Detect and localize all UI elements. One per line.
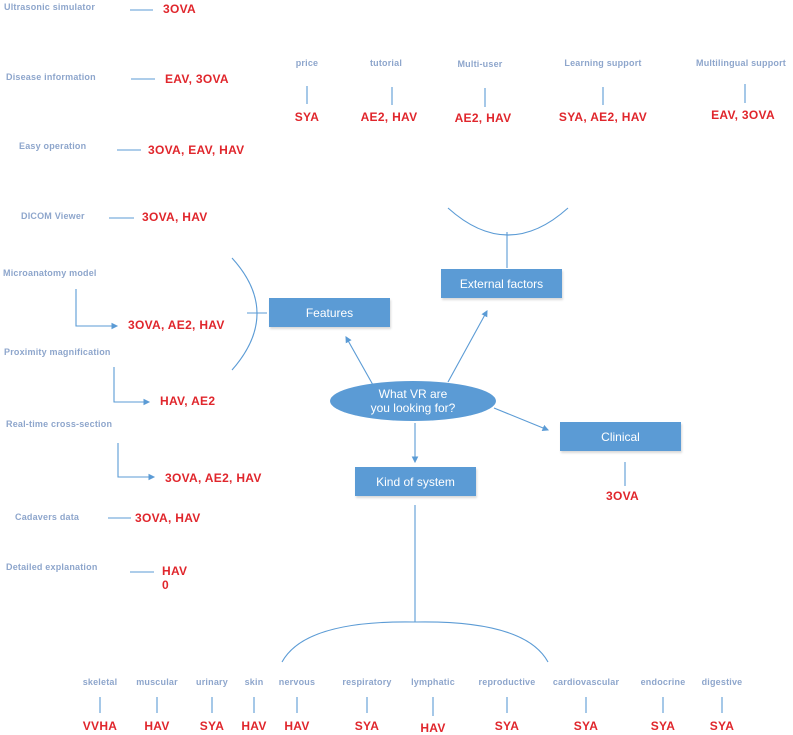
center-question-line2: you looking for? (370, 401, 456, 415)
system-label: respiratory (342, 677, 392, 687)
feature-label: Ultrasonic simulator (4, 2, 96, 12)
system-value: HAV (284, 719, 310, 733)
feature-value-extra: 0 (162, 578, 169, 592)
system-label: skin (244, 677, 264, 687)
external-label: Multi-user (457, 59, 503, 69)
system-value: HAV (241, 719, 267, 733)
arrow-to-external (447, 310, 488, 383)
feature-value: 3OVA, EAV, HAV (148, 143, 245, 157)
features-bracket (231, 257, 258, 371)
system-value: SYA (199, 719, 225, 733)
external-bracket (447, 207, 569, 236)
external-value: SYA (294, 110, 320, 124)
arrow-to-features (345, 336, 374, 386)
system-value: SYA (650, 719, 676, 733)
system-value: SYA (573, 719, 599, 733)
feature-label: Microanatomy model (3, 268, 97, 278)
system-label: lymphatic (411, 677, 455, 687)
feature-value: 3OVA (163, 2, 196, 16)
external-factors-box: External factors (441, 269, 562, 298)
kind-of-system-box: Kind of system (355, 467, 476, 496)
feature-value: EAV, 3OVA (165, 72, 229, 86)
feature-label: Detailed explanation (6, 562, 98, 572)
system-label: urinary (196, 677, 228, 687)
system-label: skeletal (82, 677, 118, 687)
feature-value: 3OVA, AE2, HAV (165, 471, 262, 485)
clinical-value: 3OVA (606, 489, 639, 503)
feature-value: HAV (162, 564, 188, 578)
feature-value: 3OVA, AE2, HAV (128, 318, 225, 332)
center-question: What VR are you looking for? (330, 381, 496, 421)
external-value: AE2, HAV (360, 110, 418, 124)
external-value: SYA, AE2, HAV (558, 110, 648, 124)
external-value: EAV, 3OVA (711, 108, 775, 122)
system-value: SYA (709, 719, 735, 733)
system-label: endocrine (640, 677, 686, 687)
system-value: HAV (144, 719, 170, 733)
external-value: AE2, HAV (454, 111, 512, 125)
feature-value: 3OVA, HAV (142, 210, 208, 224)
system-value: HAV (420, 721, 446, 735)
feature-label: Proximity magnification (4, 347, 111, 357)
external-label: tutorial (369, 58, 403, 68)
feature-value: HAV, AE2 (160, 394, 216, 408)
feature-label: Disease information (6, 72, 96, 82)
system-value: SYA (354, 719, 380, 733)
feature-label: DICOM Viewer (21, 211, 85, 221)
external-label: Multilingual support (696, 58, 786, 68)
feature-label: Real-time cross-section (6, 419, 113, 429)
system-label: reproductive (478, 677, 536, 687)
center-question-line1: What VR are (378, 387, 448, 401)
features-box: Features (269, 298, 390, 327)
feature-value: 3OVA, HAV (135, 511, 201, 525)
system-label: muscular (136, 677, 178, 687)
systems-bracket (281, 621, 549, 663)
system-label: digestive (701, 677, 743, 687)
external-label: Learning support (564, 58, 642, 68)
arrow-to-clinical (493, 407, 550, 431)
system-label: cardiovascular (552, 677, 620, 687)
feature-label: Cadavers data (15, 512, 80, 522)
external-label: price (295, 58, 319, 68)
system-label: nervous (278, 677, 316, 687)
system-value: VVHA (82, 719, 118, 733)
feature-label: Easy operation (19, 141, 87, 151)
system-value: SYA (494, 719, 520, 733)
clinical-box: Clinical (560, 422, 681, 451)
